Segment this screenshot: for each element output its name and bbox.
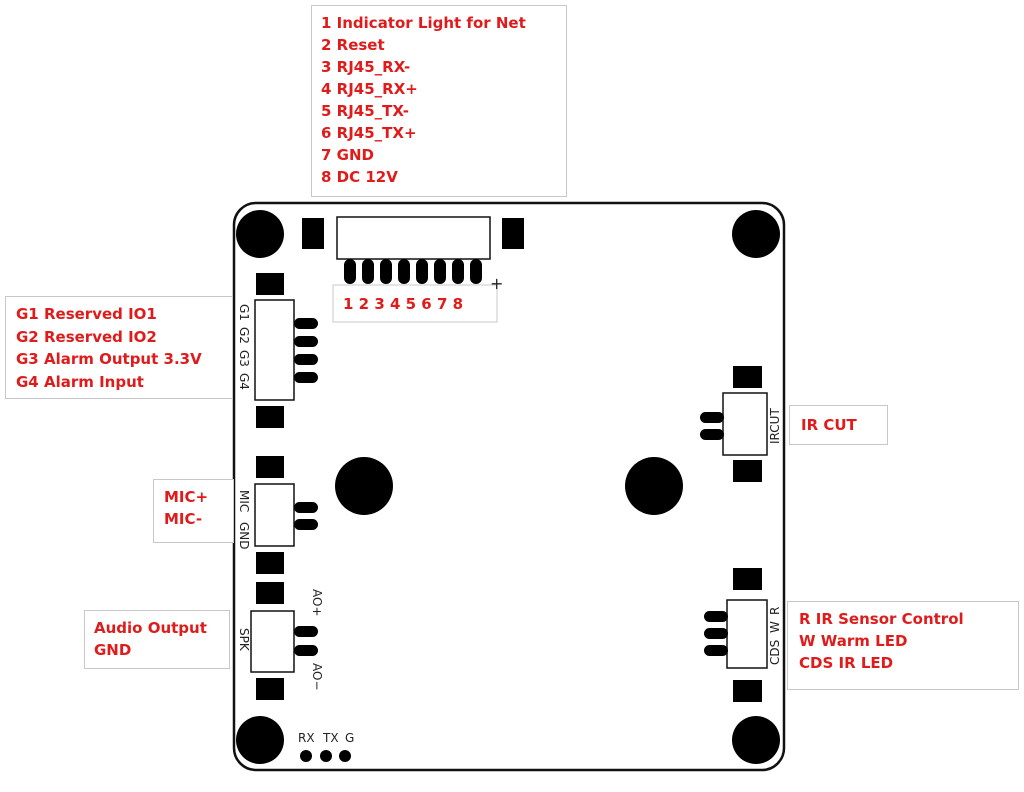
mount-hole-bottom-left <box>236 716 284 764</box>
mic-label: MIC <box>237 490 251 512</box>
gpio-g3: G3 Alarm Output 3.3V <box>16 350 202 368</box>
audio-gnd: GND <box>94 641 132 659</box>
cds-tab-bottom <box>733 680 762 702</box>
ao-plus-label: AO+ <box>310 589 324 617</box>
net-pin-3: 3 RJ45_RX- <box>321 58 411 76</box>
net-pin-8: 8 DC 12V <box>321 168 398 186</box>
lens-hole-right <box>625 457 683 515</box>
net-connector-tab-left <box>302 218 324 249</box>
net-connector-body <box>336 216 491 260</box>
mic-gnd-label: GND <box>237 522 251 550</box>
mic-minus: MIC- <box>164 510 203 528</box>
cds-tab-top <box>733 568 762 590</box>
board-outline <box>232 201 786 772</box>
net-pin-7: 7 GND <box>321 146 374 164</box>
uart-rx-pad <box>300 750 312 762</box>
net-pin-4: 4 RJ45_RX+ <box>321 80 418 98</box>
ircut-callout: IR CUT <box>789 405 888 445</box>
gpio-g4: G4 Alarm Input <box>16 372 144 391</box>
cds-connector-body <box>726 599 768 669</box>
cds-label: CDS <box>768 640 782 665</box>
cds-w: W Warm LED <box>799 632 908 650</box>
ircut-tab-top <box>733 366 762 388</box>
gpio-tab-top <box>256 273 284 295</box>
uart-rx-label: RX <box>298 731 315 745</box>
net-pin-1: 1 Indicator Light for Net <box>321 14 526 32</box>
lens-hole-left <box>335 457 393 515</box>
net-pin-5: 5 RJ45_TX- <box>321 102 409 120</box>
gpio-label-g4: G4 <box>237 373 251 390</box>
mount-hole-bottom-right <box>732 716 780 764</box>
ircut-label: IRCUT <box>768 408 782 444</box>
ircut-connector-pins <box>700 412 724 440</box>
audio-output: Audio Output <box>94 619 207 637</box>
gpio-callout: G1 Reserved IO1 G2 Reserved IO2 G3 Alarm… <box>5 296 233 399</box>
mic-tab-bottom <box>256 552 284 574</box>
net-connector-tab-right <box>502 218 524 249</box>
mic-callout: MIC+ MIC- <box>153 479 234 543</box>
ircut-text: IR CUT <box>801 416 857 434</box>
gpio-label-g3: G3 <box>237 350 251 367</box>
cds-r: R IR Sensor Control <box>799 610 964 628</box>
cds-w-label: W <box>768 621 782 633</box>
uart-tx-pad <box>320 750 332 762</box>
uart-tx-label: TX <box>322 731 339 745</box>
pin-number-box <box>332 284 498 323</box>
mic-connector-body <box>254 483 295 547</box>
gpio-tab-bottom <box>256 406 284 428</box>
cds-ir: CDS IR LED <box>799 654 894 672</box>
ao-minus-label: AO− <box>310 663 324 691</box>
gpio-g2: G2 Reserved IO2 <box>16 327 157 346</box>
spk-label: SPK <box>237 628 251 652</box>
net-pin-6: 6 RJ45_TX+ <box>321 124 417 142</box>
mic-tab-top <box>256 456 284 478</box>
mount-hole-top-left <box>236 210 284 258</box>
spk-tab-bottom <box>256 678 284 700</box>
gpio-g1: G1 Reserved IO1 <box>16 305 157 323</box>
mic-connector-pins <box>294 502 318 530</box>
mic-plus: MIC+ <box>164 488 209 506</box>
net-pin-2: 2 Reset <box>321 36 385 54</box>
net-connector-callout: 1 Indicator Light for Net 2 Reset 3 RJ45… <box>311 5 567 197</box>
plus-mark: + <box>490 274 503 293</box>
spk-tab-top <box>256 582 284 604</box>
gpio-label-g1: G1 <box>237 304 251 321</box>
spk-connector-body <box>250 610 295 673</box>
gpio-connector-pins <box>294 318 318 383</box>
cds-callout: R IR Sensor Control W Warm LED CDS IR LE… <box>787 601 1019 690</box>
mount-hole-top-right <box>732 210 780 258</box>
uart-g-label: G <box>345 731 354 745</box>
cds-r-label: R <box>768 607 782 615</box>
audio-callout: Audio Output GND <box>84 610 230 669</box>
pin-numbers: 1 2 3 4 5 6 7 8 <box>343 295 463 313</box>
gpio-label-g2: G2 <box>237 327 251 344</box>
gpio-connector-body <box>254 299 295 401</box>
ircut-connector-body <box>722 392 768 456</box>
uart-g-pad <box>339 750 351 762</box>
ircut-tab-bottom <box>733 460 762 482</box>
net-connector-pins <box>344 259 482 284</box>
cds-connector-pins <box>704 611 728 656</box>
spk-connector-pins <box>294 626 318 656</box>
